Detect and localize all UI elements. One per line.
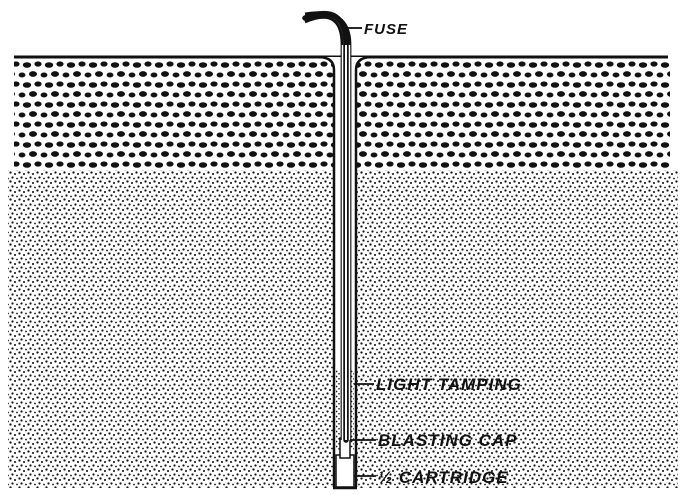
cartridge [336, 455, 354, 487]
light-tamping-label: LIGHT TAMPING [376, 375, 522, 394]
blasting-cap-label: BLASTING CAP [378, 431, 518, 450]
cartridge-label: ½ CARTRIDGE [378, 468, 509, 487]
fuse-label: FUSE [364, 21, 408, 38]
